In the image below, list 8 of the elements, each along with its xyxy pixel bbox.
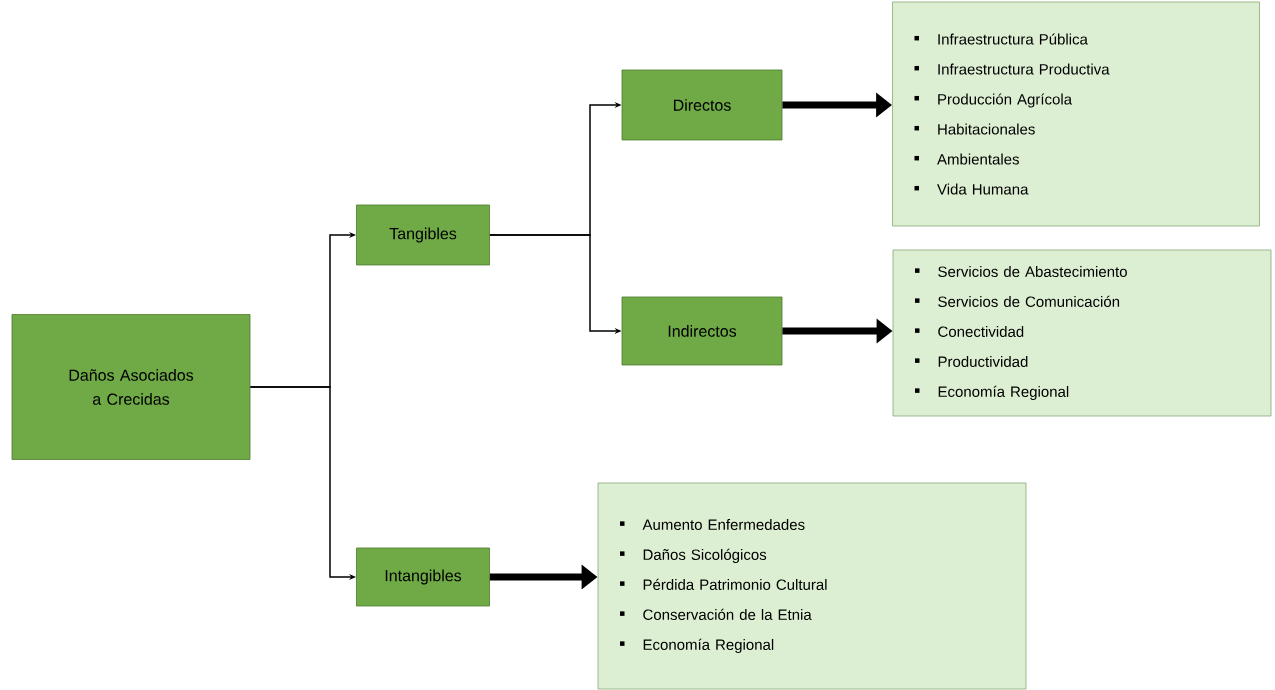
category-box: Daños Asociados a Crecidas (11, 314, 251, 460)
bullet-list-box: Infraestructura Pública Infraestructura Productiva Producción Agrícola Habitacionales Ambientales Vida Humana (892, 1, 1260, 227)
category-box: Intangibles (356, 547, 490, 607)
category-box: Directos (621, 69, 783, 141)
bullet-list-box: Servicios de Abastecimiento Servicios de Comunicación Conectividad Productividad Economía Regional (892, 249, 1272, 417)
category-box: Indirectos (621, 296, 783, 366)
category-box: Tangibles (356, 204, 490, 266)
bullet-list-box: Aumento Enfermedades Daños Sicológicos Pérdida Patrimonio Cultural Conservación de la Etnia Economía Regional (597, 482, 1027, 690)
